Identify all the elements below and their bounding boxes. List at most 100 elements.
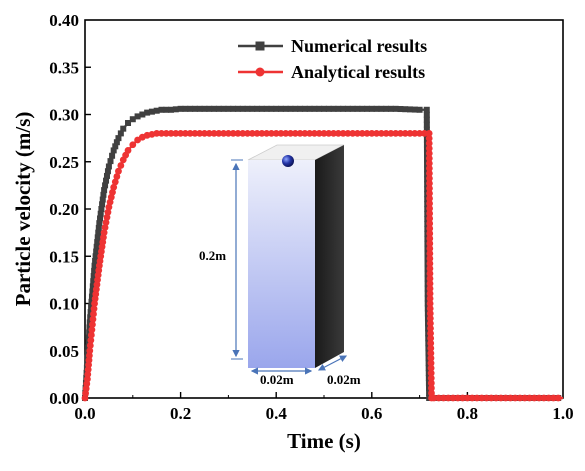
data-point-numerical bbox=[277, 105, 284, 112]
data-point-numerical bbox=[93, 243, 100, 250]
data-point-analytical bbox=[511, 394, 519, 402]
data-point-analytical bbox=[406, 130, 414, 137]
data-point-analytical bbox=[487, 394, 495, 402]
data-point-numerical bbox=[88, 303, 95, 310]
data-point-analytical bbox=[430, 394, 438, 402]
data-point-numerical bbox=[335, 105, 342, 112]
y-tick-label: 0.15 bbox=[49, 247, 79, 266]
data-point-numerical bbox=[97, 210, 104, 217]
data-point-numerical bbox=[112, 143, 119, 150]
data-point-analytical bbox=[363, 130, 371, 137]
x-tick-label: 0.6 bbox=[361, 404, 382, 423]
data-point-analytical bbox=[426, 310, 434, 317]
data-point-analytical bbox=[444, 394, 452, 402]
data-point-analytical bbox=[339, 130, 347, 137]
data-point-analytical bbox=[101, 224, 109, 231]
data-point-analytical bbox=[454, 394, 462, 402]
data-point-analytical bbox=[113, 173, 121, 180]
data-point-numerical bbox=[220, 105, 227, 112]
data-point-analytical bbox=[426, 265, 434, 272]
data-point-analytical bbox=[426, 305, 434, 312]
x-tick-label: 0.4 bbox=[266, 404, 288, 423]
data-point-analytical bbox=[426, 195, 433, 202]
data-point-analytical bbox=[459, 394, 467, 402]
data-point-analytical bbox=[287, 130, 294, 137]
data-point-numerical bbox=[153, 107, 160, 114]
data-point-numerical bbox=[364, 105, 371, 112]
data-point-numerical bbox=[254, 105, 261, 112]
data-point-analytical bbox=[426, 255, 434, 262]
data-point-analytical bbox=[435, 394, 443, 402]
data-point-numerical bbox=[89, 288, 96, 295]
data-point-analytical bbox=[473, 394, 481, 402]
data-point-analytical bbox=[86, 347, 94, 355]
data-point-analytical bbox=[258, 130, 266, 137]
column-side-face bbox=[315, 145, 344, 368]
x-tick-label: 0.8 bbox=[457, 404, 478, 423]
data-point-analytical bbox=[215, 130, 223, 137]
data-point-analytical bbox=[425, 140, 433, 147]
data-point-analytical bbox=[427, 379, 435, 387]
data-point-numerical bbox=[368, 105, 375, 112]
legend-marker-numerical bbox=[255, 41, 265, 51]
data-point-analytical bbox=[427, 334, 435, 342]
data-point-numerical bbox=[92, 257, 99, 264]
data-point-analytical bbox=[411, 130, 419, 137]
x-axis-title: Time (s) bbox=[287, 429, 361, 453]
data-point-numerical bbox=[225, 105, 232, 112]
x-tick-label: 0.2 bbox=[170, 404, 191, 423]
data-point-analytical bbox=[263, 130, 271, 137]
data-point-numerical bbox=[92, 253, 99, 260]
data-point-analytical bbox=[425, 165, 433, 172]
data-point-numerical bbox=[103, 177, 110, 184]
depth-dimension-label: 0.02m bbox=[327, 372, 361, 387]
data-point-analytical bbox=[110, 183, 118, 191]
data-point-analytical bbox=[102, 219, 110, 226]
y-axis-title: Particle velocity (m/s) bbox=[11, 112, 35, 307]
data-point-analytical bbox=[87, 331, 95, 339]
data-point-analytical bbox=[158, 130, 165, 137]
data-point-analytical bbox=[468, 394, 476, 402]
data-point-analytical bbox=[416, 130, 423, 137]
data-point-numerical bbox=[340, 105, 347, 112]
data-point-analytical bbox=[426, 185, 433, 192]
data-point-analytical bbox=[311, 130, 318, 137]
data-point-numerical bbox=[87, 309, 94, 316]
data-point-analytical bbox=[507, 394, 514, 402]
data-point-analytical bbox=[427, 324, 434, 332]
data-point-analytical bbox=[90, 310, 97, 318]
data-point-analytical bbox=[427, 354, 435, 362]
data-point-numerical bbox=[230, 105, 237, 112]
data-point-analytical bbox=[153, 130, 161, 137]
data-point-analytical bbox=[87, 336, 95, 344]
data-point-numerical bbox=[107, 158, 114, 165]
data-point-numerical bbox=[113, 139, 120, 146]
data-point-numerical bbox=[117, 130, 124, 137]
data-point-numerical bbox=[301, 105, 308, 112]
data-point-analytical bbox=[330, 130, 337, 137]
data-point-numerical bbox=[349, 105, 356, 112]
data-point-numerical bbox=[172, 106, 179, 113]
data-point-numerical bbox=[129, 116, 136, 123]
data-point-numerical bbox=[88, 298, 95, 305]
data-point-numerical bbox=[268, 105, 275, 112]
data-point-analytical bbox=[301, 130, 309, 137]
data-point-numerical bbox=[263, 105, 270, 112]
data-point-numerical bbox=[234, 105, 241, 112]
data-point-analytical bbox=[248, 130, 256, 137]
data-point-analytical bbox=[392, 130, 400, 137]
data-point-analytical bbox=[191, 130, 199, 137]
data-point-numerical bbox=[103, 172, 110, 179]
data-point-numerical bbox=[125, 120, 132, 127]
data-point-numerical bbox=[287, 105, 294, 112]
data-point-analytical bbox=[426, 285, 434, 292]
data-point-numerical bbox=[239, 105, 246, 112]
data-point-numerical bbox=[423, 111, 430, 118]
data-point-numerical bbox=[330, 105, 337, 112]
data-point-numerical bbox=[96, 220, 103, 227]
y-tick-label: 0.00 bbox=[49, 389, 79, 408]
data-point-numerical bbox=[423, 126, 430, 133]
data-point-numerical bbox=[95, 229, 102, 236]
data-point-analytical bbox=[426, 205, 433, 212]
